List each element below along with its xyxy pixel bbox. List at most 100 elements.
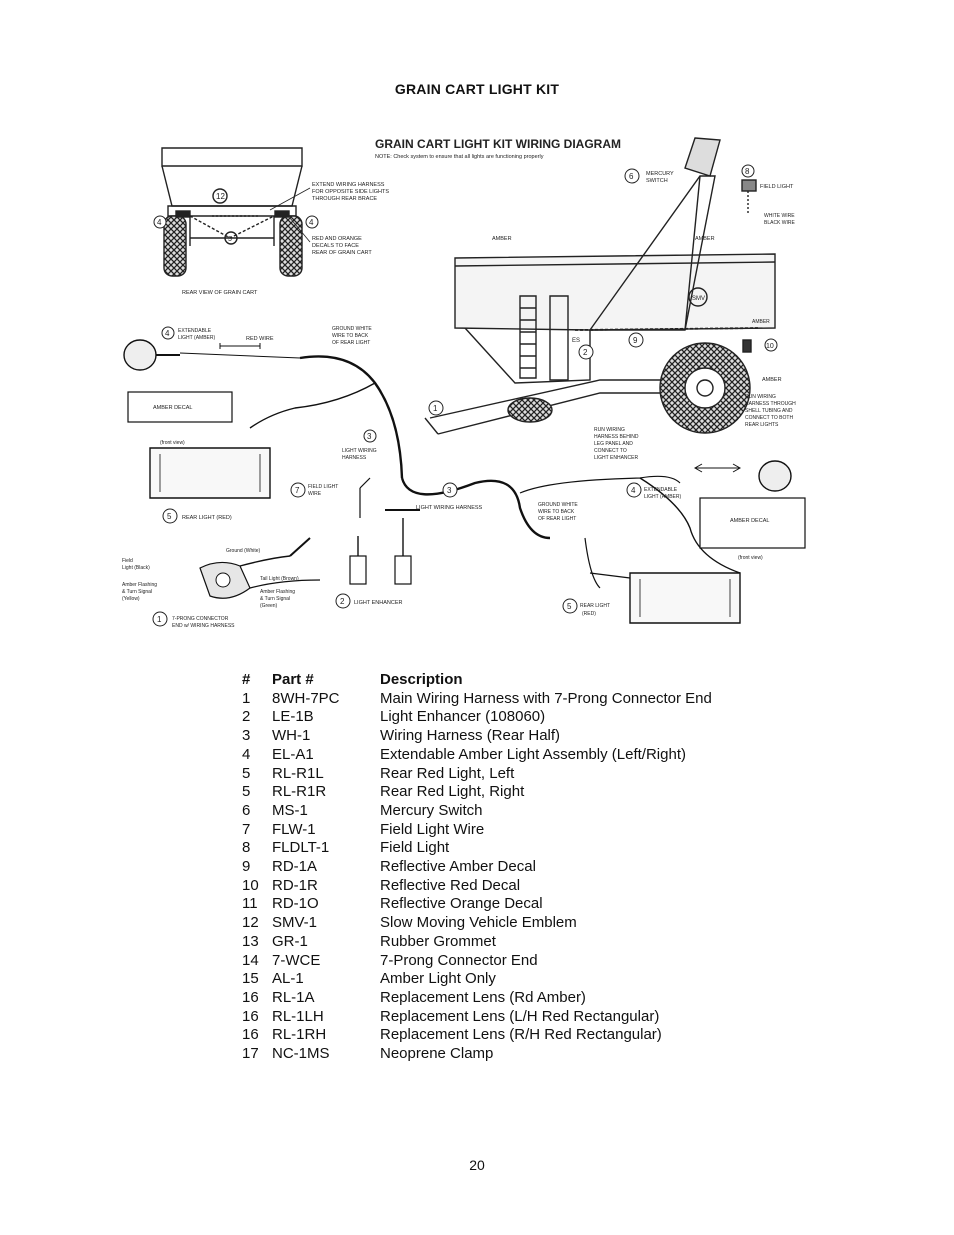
part-index: 16 bbox=[242, 1007, 259, 1025]
svg-text:WIRE TO BACK: WIRE TO BACK bbox=[538, 509, 575, 515]
side-view-cart bbox=[424, 137, 776, 435]
part-description: Main Wiring Harness with 7-Prong Connect… bbox=[380, 689, 712, 707]
table-row: 13 GR-1 Rubber Grommet bbox=[242, 933, 712, 952]
part-number: RD-1A bbox=[272, 858, 318, 876]
svg-text:HARNESS BEHIND: HARNESS BEHIND bbox=[594, 434, 639, 440]
part-number: LE-1B bbox=[272, 708, 314, 726]
label-amber-right: AMBER bbox=[752, 319, 770, 325]
part-index: 8 bbox=[242, 839, 251, 857]
label-run-wiring-mid: RUN WIRING HARNESS BEHIND LEG PANEL AND … bbox=[594, 427, 639, 461]
label-field-light-black: Field Light (Black) bbox=[122, 558, 150, 571]
callout-1-side: 1 bbox=[433, 404, 438, 413]
svg-text:FIELD LIGHT: FIELD LIGHT bbox=[308, 484, 338, 490]
diagram-note: NOTE: Check system to ensure that all li… bbox=[375, 154, 544, 160]
part-description: Light Enhancer (108060) bbox=[380, 708, 546, 726]
part-index: 10 bbox=[242, 876, 259, 894]
svg-text:REAR LIGHT: REAR LIGHT bbox=[580, 603, 610, 609]
part-index: 7 bbox=[242, 820, 251, 838]
wiring-diagram: GRAIN CART LIGHT KIT WIRING DIAGRAM NOTE… bbox=[122, 137, 806, 629]
callout-1: 1 bbox=[157, 615, 162, 624]
label-red-wire: RED WIRE bbox=[246, 336, 274, 342]
part-description: Replacement Lens (Rd Amber) bbox=[380, 988, 586, 1006]
part-index: 13 bbox=[242, 932, 259, 950]
part-number: GR-1 bbox=[272, 932, 308, 950]
svg-text:RUN WIRING: RUN WIRING bbox=[594, 427, 625, 433]
part-description: Wiring Harness (Rear Half) bbox=[380, 727, 561, 745]
svg-text:(Yellow): (Yellow) bbox=[122, 596, 140, 602]
part-description: Reflective Red Decal bbox=[380, 876, 521, 894]
parts-table-header: # Part # Description bbox=[242, 671, 712, 690]
part-index: 17 bbox=[242, 1045, 259, 1063]
part-description: Neoprene Clamp bbox=[380, 1045, 494, 1063]
part-index: 3 bbox=[242, 727, 251, 745]
svg-text:CONNECT TO: CONNECT TO bbox=[594, 448, 627, 454]
part-description: Rear Red Light, Left bbox=[380, 764, 515, 782]
label-es: ES bbox=[572, 338, 580, 344]
part-index: 4 bbox=[242, 745, 251, 763]
page-number: 20 bbox=[469, 1157, 485, 1173]
svg-text:SWITCH: SWITCH bbox=[646, 178, 668, 184]
svg-text:GROUND WHITE: GROUND WHITE bbox=[538, 502, 578, 508]
header-number: # bbox=[242, 671, 251, 688]
part-index: 9 bbox=[242, 858, 251, 876]
svg-text:Amber Flashing: Amber Flashing bbox=[260, 589, 295, 595]
label-amber-flashing-green: Amber Flashing & Turn Signal (Green) bbox=[260, 589, 295, 609]
callout-6: 6 bbox=[629, 172, 634, 181]
svg-text:LIGHT (AMBER): LIGHT (AMBER) bbox=[178, 335, 215, 341]
table-row: 16 RL-1LH Replacement Lens (L/H Red Rectan… bbox=[242, 1008, 712, 1027]
callout-10: 10 bbox=[766, 343, 774, 350]
label-ground-white-right: GROUND WHITE WIRE TO BACK OF REAR LIGHT bbox=[538, 502, 578, 522]
part-index: 16 bbox=[242, 1026, 259, 1044]
svg-text:THROUGH REAR BRACE: THROUGH REAR BRACE bbox=[312, 196, 377, 202]
svg-text:RUN WIRING: RUN WIRING bbox=[745, 394, 776, 400]
part-index: 5 bbox=[242, 783, 251, 801]
svg-text:EXTEND WIRING HARNESS: EXTEND WIRING HARNESS bbox=[312, 182, 385, 188]
svg-text:END w/ WIRING HARNESS: END w/ WIRING HARNESS bbox=[172, 623, 235, 629]
part-description: Field Light bbox=[380, 839, 450, 857]
part-index: 14 bbox=[242, 951, 259, 969]
part-number: RD-1R bbox=[272, 876, 318, 894]
svg-text:REAR OF GRAIN CART: REAR OF GRAIN CART bbox=[312, 250, 372, 256]
part-description: Replacement Lens (R/H Red Rectangular) bbox=[380, 1026, 662, 1044]
label-front-view-right: (front view) bbox=[738, 555, 763, 561]
svg-text:BLACK WIRE: BLACK WIRE bbox=[764, 220, 796, 226]
svg-text:& Turn Signal: & Turn Signal bbox=[260, 596, 290, 602]
part-number: FLW-1 bbox=[272, 820, 316, 838]
part-description: 7-Prong Connector End bbox=[380, 951, 538, 969]
label-tail-light-brown: Tail Light (Brown) bbox=[260, 576, 299, 582]
part-number: RL-1A bbox=[272, 988, 315, 1006]
label-extend-harness: EXTEND WIRING HARNESS FOR OPPOSITE SIDE … bbox=[312, 182, 389, 202]
label-white-black-wire: WHITE WIRE BLACK WIRE bbox=[764, 213, 796, 226]
part-description: Replacement Lens (L/H Red Rectangular) bbox=[380, 1007, 660, 1025]
callout-2: 2 bbox=[340, 597, 345, 606]
label-extendable-light-right: EXTENDABLE LIGHT (AMBER) bbox=[644, 487, 681, 500]
callout-5-rear: 5 bbox=[228, 236, 232, 243]
label-light-enhancer: LIGHT ENHANCER bbox=[354, 600, 403, 606]
label-rear-light-left: REAR LIGHT (RED) bbox=[182, 515, 232, 521]
part-number: EL-A1 bbox=[272, 745, 314, 763]
svg-text:SHELL TUBING AND: SHELL TUBING AND bbox=[745, 408, 793, 414]
svg-text:RED AND ORANGE: RED AND ORANGE bbox=[312, 236, 362, 242]
part-number: RL-1LH bbox=[272, 1007, 324, 1025]
part-number: RL-R1L bbox=[272, 764, 324, 782]
callout-8: 8 bbox=[745, 167, 750, 176]
svg-text:WHITE WIRE: WHITE WIRE bbox=[764, 213, 795, 219]
label-red-orange-decals: RED AND ORANGE DECALS TO FACE REAR OF GR… bbox=[312, 236, 372, 256]
svg-text:EXTENDABLE: EXTENDABLE bbox=[178, 328, 212, 334]
label-run-wiring-right: RUN WIRING HARNESS THROUGH SHELL TUBING … bbox=[745, 394, 796, 428]
part-description: Amber Light Only bbox=[380, 970, 496, 988]
label-ground-white-left: GROUND WHITE WIRE TO BACK OF REAR LIGHT bbox=[332, 326, 372, 346]
callout-5-right: 5 bbox=[567, 602, 572, 611]
label-front-view-left: (front view) bbox=[160, 440, 185, 446]
part-description: Rubber Grommet bbox=[380, 932, 496, 950]
part-number: 8WH-7PC bbox=[272, 689, 340, 707]
